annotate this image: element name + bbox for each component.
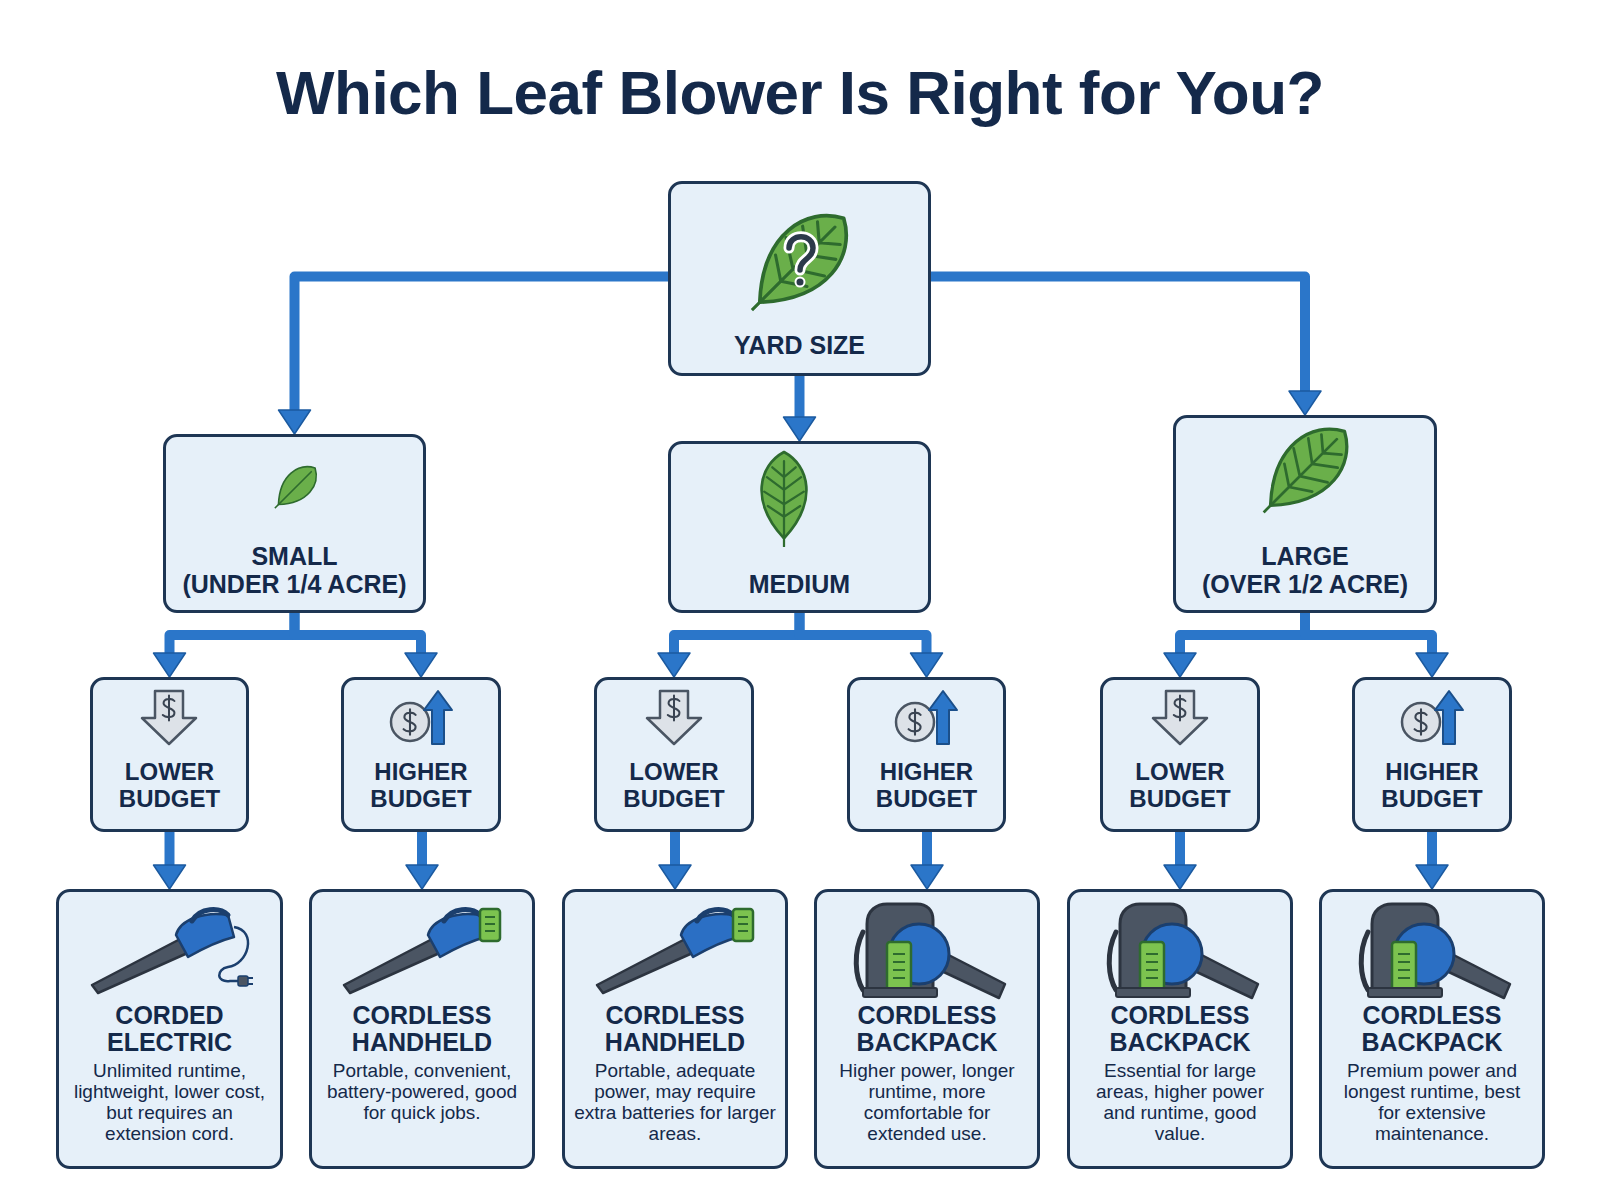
backpack-blower-icon — [856, 904, 1005, 998]
connector-arrow — [800, 613, 927, 653]
lower-budget-icon — [647, 691, 701, 744]
node-heading: CORDLESS HANDHELD — [574, 1002, 776, 1056]
higher-budget-icon — [391, 691, 452, 744]
question-leaf-icon — [730, 197, 865, 332]
cordless-blower-icon — [344, 909, 500, 993]
node-description: Portable, convenient, battery-powered, g… — [321, 1061, 523, 1124]
node-heading: HIGHER BUDGET — [1361, 759, 1503, 813]
budget-box: LOWER BUDGET — [1100, 677, 1260, 832]
medium-leaf-icon — [762, 452, 807, 547]
connector-arrow — [795, 376, 805, 417]
result-box: CORDLESS HANDHELDPortable, adequate powe… — [562, 889, 788, 1169]
higher-budget-icon — [896, 691, 957, 744]
node-heading: HIGHER BUDGET — [350, 759, 492, 813]
node-heading: SMALL — [251, 543, 337, 571]
node-description: Essential for large areas, higher power … — [1079, 1061, 1281, 1145]
connector-arrow — [922, 832, 932, 865]
size-box: SMALL(UNDER 1/4 ACRE) — [163, 434, 426, 613]
connector-arrow — [1180, 613, 1305, 653]
backpack-blower-icon — [1109, 904, 1258, 998]
connector-arrow — [674, 613, 800, 653]
node-heading: CORDLESS BACKPACK — [1331, 1002, 1533, 1056]
budget-box: HIGHER BUDGET — [1352, 677, 1512, 832]
lower-budget-icon — [142, 691, 196, 744]
budget-box: HIGHER BUDGET — [341, 677, 501, 832]
node-heading: (OVER 1/2 ACRE) — [1202, 571, 1408, 599]
size-box: LARGE(OVER 1/2 ACRE) — [1173, 415, 1437, 613]
budget-box: HIGHER BUDGET — [847, 677, 1006, 832]
node-description: Unlimited runtime, lightweight, lower co… — [68, 1061, 271, 1145]
connector-arrow — [931, 277, 1305, 391]
diagram-title: Which Leaf Blower Is Right for You? — [0, 62, 1600, 124]
large-leaf-icon — [1244, 412, 1363, 531]
connector-arrow — [1175, 832, 1185, 865]
connector-arrow — [417, 832, 427, 865]
backpack-blower-icon — [1361, 904, 1510, 998]
result-box: CORDLESS BACKPACKEssential for large are… — [1067, 889, 1293, 1169]
connector-arrow — [1427, 832, 1437, 865]
result-box: CORDED ELECTRICUnlimited runtime, lightw… — [56, 889, 283, 1169]
node-heading: HIGHER BUDGET — [856, 759, 997, 813]
small-leaf-icon — [265, 458, 324, 517]
cordless-blower-icon — [597, 909, 753, 993]
connector-arrow — [670, 832, 680, 865]
corded-blower-icon — [92, 910, 253, 993]
node-description: Higher power, longer runtime, more comfo… — [826, 1061, 1028, 1145]
connector-arrow — [1305, 613, 1432, 653]
node-heading: LOWER BUDGET — [99, 759, 240, 813]
node-heading: MEDIUM — [749, 571, 850, 599]
budget-box: LOWER BUDGET — [90, 677, 249, 832]
result-box: CORDLESS HANDHELDPortable, convenient, b… — [309, 889, 535, 1169]
node-heading: LARGE — [1261, 543, 1349, 571]
node-heading: CORDLESS HANDHELD — [321, 1002, 523, 1056]
node-heading: CORDED ELECTRIC — [68, 1002, 271, 1056]
node-description: Portable, adequate power, may require ex… — [574, 1061, 776, 1145]
node-heading: (UNDER 1/4 ACRE) — [182, 571, 406, 599]
connector-arrow — [295, 277, 669, 410]
node-description: Premium power and longest runtime, best … — [1331, 1061, 1533, 1145]
lower-budget-icon — [1153, 691, 1207, 744]
result-box: CORDLESS BACKPACKPremium power and longe… — [1319, 889, 1545, 1169]
result-box: CORDLESS BACKPACKHigher power, longer ru… — [814, 889, 1040, 1169]
budget-box: LOWER BUDGET — [594, 677, 754, 832]
connector-arrow — [295, 613, 422, 653]
node-heading: CORDLESS BACKPACK — [826, 1002, 1028, 1056]
connector-arrow — [165, 832, 175, 865]
node-heading: YARD SIZE — [734, 332, 865, 360]
node-heading: LOWER BUDGET — [1109, 759, 1251, 813]
size-box: MEDIUM — [668, 441, 931, 613]
root-box: YARD SIZE — [668, 181, 931, 376]
node-heading: LOWER BUDGET — [603, 759, 745, 813]
node-heading: CORDLESS BACKPACK — [1079, 1002, 1281, 1056]
higher-budget-icon — [1402, 691, 1463, 744]
connector-arrow — [170, 613, 295, 653]
